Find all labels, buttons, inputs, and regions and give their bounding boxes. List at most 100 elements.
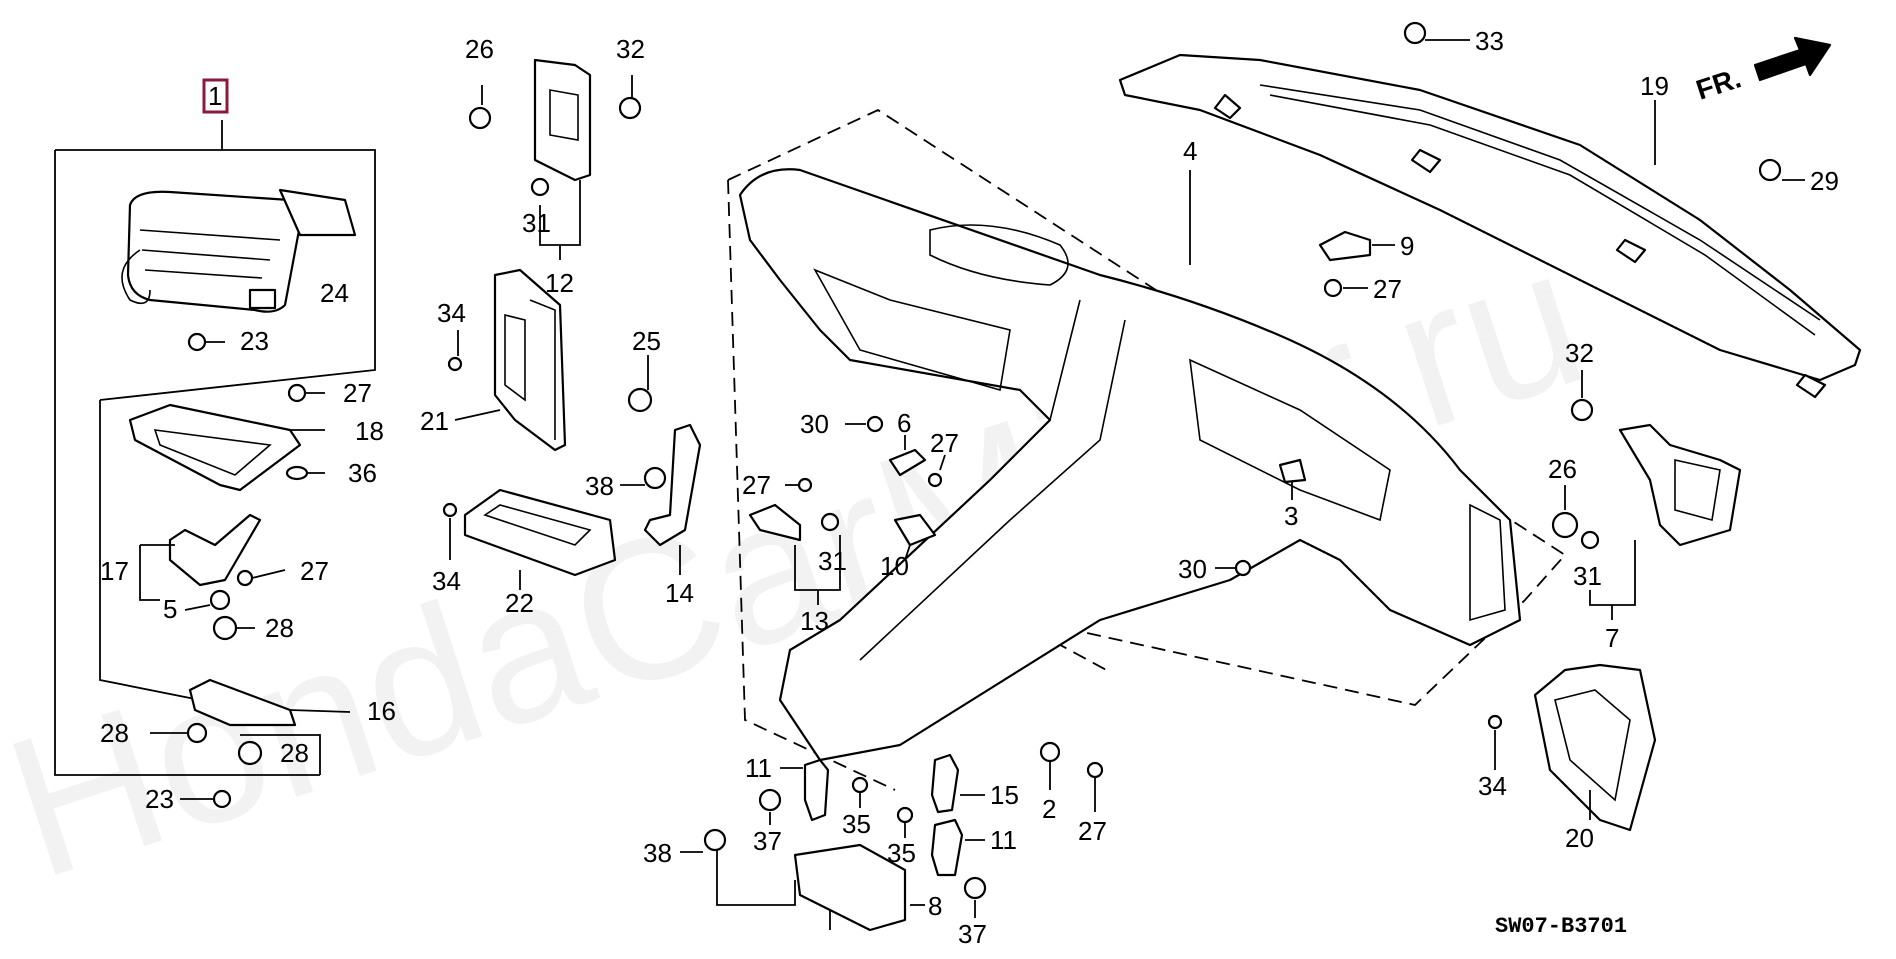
callout-2[interactable]: 2 [1042, 794, 1056, 824]
callout-18[interactable]: 18 [355, 416, 384, 446]
callout-11[interactable]: 11 [745, 753, 772, 783]
callout-32[interactable]: 32 [1565, 338, 1594, 368]
callout-23[interactable]: 23 [145, 784, 174, 814]
nut-5-icon[interactable] [209, 589, 231, 611]
callout-11[interactable]: 11 [990, 825, 1017, 855]
bracket-10[interactable] [893, 513, 937, 547]
duct-21[interactable] [493, 268, 567, 452]
callout-27[interactable]: 27 [343, 378, 372, 408]
bracket-17[interactable] [168, 513, 262, 587]
dashboard-4[interactable] [738, 168, 1522, 762]
callout-27[interactable]: 27 [1078, 816, 1107, 846]
callout-38[interactable]: 38 [643, 838, 672, 868]
callout-8[interactable]: 8 [928, 891, 942, 921]
grommet-28a-icon[interactable] [212, 615, 238, 641]
callout-10[interactable]: 10 [880, 551, 909, 581]
callout-28[interactable]: 28 [100, 718, 129, 748]
callout-35[interactable]: 35 [842, 809, 871, 839]
clip-23b-icon[interactable] [212, 789, 232, 809]
callout-28[interactable]: 28 [280, 738, 309, 768]
callout-31[interactable]: 31 [818, 546, 847, 576]
callout-22[interactable]: 22 [505, 588, 534, 618]
callout-3[interactable]: 3 [1284, 501, 1298, 531]
bolt-27-icon[interactable] [287, 383, 307, 403]
callout-26[interactable]: 26 [465, 34, 494, 64]
callout-19[interactable]: 19 [1640, 71, 1669, 101]
bracket-14[interactable] [643, 423, 702, 547]
callout-31[interactable]: 31 [1573, 561, 1602, 591]
callout-1[interactable]: 1 [208, 81, 222, 111]
grommet-28c-icon[interactable] [237, 740, 263, 766]
callout-28[interactable]: 28 [265, 613, 294, 643]
nut-31a-icon[interactable] [530, 177, 550, 197]
callout-24[interactable]: 24 [320, 278, 349, 308]
bolt-33-icon[interactable] [1403, 21, 1427, 45]
callout-34[interactable]: 34 [437, 298, 466, 328]
screw-35a-icon[interactable] [851, 776, 869, 794]
nut-31b-icon[interactable] [820, 512, 840, 532]
nut-30a-icon[interactable] [866, 415, 884, 433]
callout-27[interactable]: 27 [1373, 274, 1402, 304]
bracket-11b[interactable] [930, 818, 964, 877]
callout-4[interactable]: 4 [1183, 136, 1197, 166]
bracket-3[interactable] [1278, 458, 1307, 484]
bracket-8[interactable] [793, 843, 907, 932]
bracket-6[interactable] [888, 448, 927, 477]
callout-30[interactable]: 30 [1178, 554, 1207, 584]
bolt-27b-icon[interactable] [236, 569, 254, 587]
callout-16[interactable]: 16 [367, 696, 396, 726]
bracket-16[interactable] [188, 678, 297, 727]
callout-17[interactable]: 17 [100, 556, 129, 586]
callout-37[interactable]: 37 [753, 826, 782, 856]
callout-23[interactable]: 23 [240, 326, 269, 356]
nut-31c-icon[interactable] [1580, 530, 1600, 550]
bolt-38a-icon[interactable] [643, 466, 667, 490]
screw-35b-icon[interactable] [896, 806, 914, 824]
callout-6[interactable]: 6 [897, 408, 911, 438]
bolt-37a-icon[interactable] [758, 788, 782, 812]
clip-29-icon[interactable] [1758, 158, 1782, 182]
bracket-15[interactable] [930, 753, 960, 814]
callout-27[interactable]: 27 [300, 556, 329, 586]
callout-27[interactable]: 27 [742, 470, 771, 500]
bolt-32b-icon[interactable] [1570, 398, 1594, 422]
callout-33[interactable]: 33 [1475, 26, 1504, 56]
airbag-module[interactable] [121, 190, 303, 313]
bolt-32a-icon[interactable] [618, 96, 642, 120]
grommet-28b-icon[interactable] [186, 722, 208, 744]
nut-30b-icon[interactable] [1234, 559, 1252, 577]
callout-14[interactable]: 14 [665, 578, 694, 608]
bracket-18[interactable] [128, 403, 302, 492]
callout-37[interactable]: 37 [958, 919, 987, 949]
callout-30[interactable]: 30 [800, 409, 829, 439]
callout-9[interactable]: 9 [1400, 231, 1414, 261]
bolt-37b-icon[interactable] [963, 876, 987, 900]
callout-20[interactable]: 20 [1565, 823, 1594, 853]
screw-27f-icon[interactable] [1086, 761, 1104, 779]
bolt-27e-icon[interactable] [1323, 278, 1343, 298]
callout-25[interactable]: 25 [632, 326, 661, 356]
callout-27[interactable]: 27 [930, 428, 959, 458]
screw-34a-icon[interactable] [447, 356, 463, 372]
vent-20[interactable] [1533, 663, 1657, 832]
bolt-26a-icon[interactable] [468, 106, 492, 130]
callout-15[interactable]: 15 [990, 780, 1019, 810]
upper-panel-19[interactable] [1118, 53, 1862, 399]
screw-27c-icon[interactable] [927, 472, 943, 488]
callout-7[interactable]: 7 [1605, 623, 1619, 653]
bracket-11a[interactable] [803, 758, 830, 822]
callout-26[interactable]: 26 [1548, 454, 1577, 484]
callout-36[interactable]: 36 [348, 458, 377, 488]
bolt-25-icon[interactable] [627, 387, 653, 413]
vent-22[interactable] [463, 488, 617, 577]
label-sheet[interactable] [278, 188, 357, 237]
screw-34b-icon[interactable] [442, 502, 458, 518]
bolt-26b-icon[interactable] [1551, 511, 1579, 539]
nut-2-icon[interactable] [1039, 741, 1061, 763]
callout-13[interactable]: 13 [800, 606, 829, 636]
washer-36-icon[interactable] [285, 465, 309, 481]
callout-35[interactable]: 35 [887, 838, 916, 868]
bracket-13[interactable] [748, 503, 802, 542]
callout-21[interactable]: 21 [420, 406, 449, 436]
callout-29[interactable]: 29 [1810, 166, 1839, 196]
